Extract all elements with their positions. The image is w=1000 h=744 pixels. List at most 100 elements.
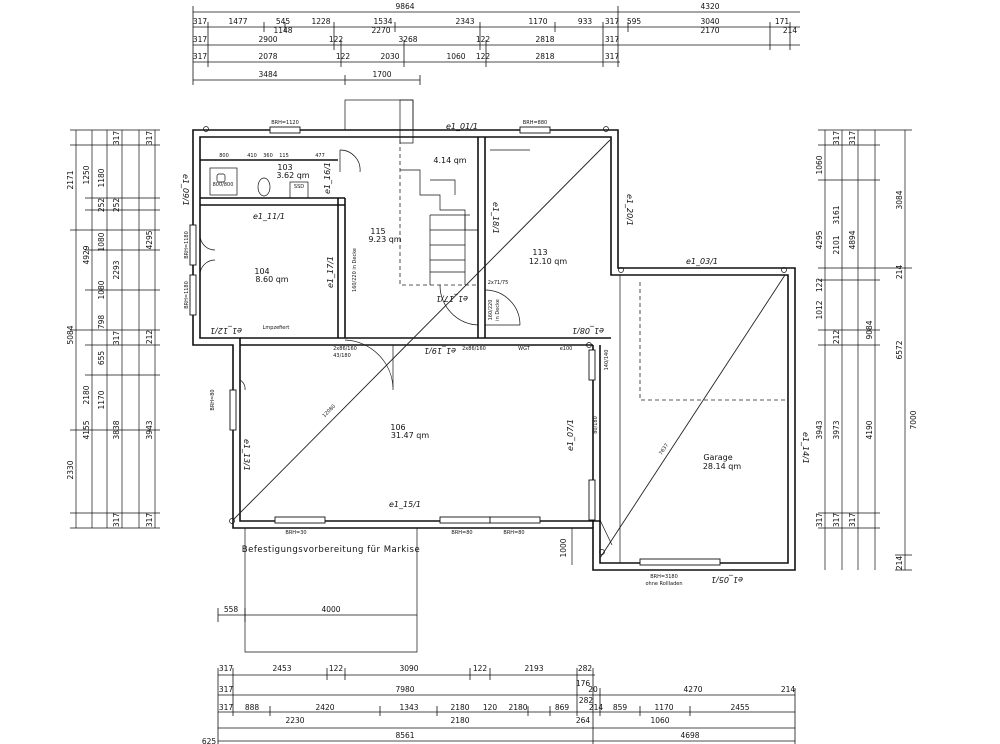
wc-label: SSD <box>294 184 304 190</box>
dim-label: 317 <box>145 131 154 146</box>
door-note: e100 <box>560 346 573 352</box>
dim-label: 317 <box>193 17 208 26</box>
dim-label: 264 <box>576 716 591 725</box>
window <box>269 126 301 134</box>
window <box>639 558 721 566</box>
dim-label: 122 <box>336 52 351 61</box>
dim-label: 4155 <box>82 420 91 439</box>
dim-label: 317 <box>605 52 620 61</box>
dim-label: 317 <box>112 131 121 146</box>
dim-label: 214 <box>895 556 904 571</box>
corner-markers <box>203 126 787 555</box>
dim-label: 7980 <box>395 685 414 694</box>
dim-label: 317 <box>219 664 234 673</box>
dim-label: 4894 <box>848 230 857 249</box>
dim-label: 1148 <box>273 26 292 35</box>
window <box>229 389 237 431</box>
brh-label: BRH=1180 <box>184 281 190 309</box>
dim-label: 2270 <box>371 26 390 35</box>
dim-label: 317 <box>815 513 824 528</box>
stairs <box>399 140 478 286</box>
dim-label: 4929 <box>82 245 91 264</box>
door-note: 80/180 <box>593 416 599 434</box>
dim-label: 798 <box>97 315 106 330</box>
diagonals: 12080 7637 <box>232 139 786 559</box>
dim-label: 3943 <box>145 420 154 439</box>
dim-label: 282 <box>578 664 593 673</box>
room-106-number: 106 <box>390 423 405 432</box>
dim-label: 317 <box>193 52 208 61</box>
dim-label: 214 <box>783 26 798 35</box>
dim-label: 2900 <box>258 35 277 44</box>
brh-label: BRH=3180 <box>650 574 678 580</box>
window <box>588 349 596 381</box>
dim-label: 317 <box>832 513 841 528</box>
wall-tag: e1_03/1 <box>686 257 718 266</box>
brh-label: BRH=80 <box>210 389 216 410</box>
room-115-area: 9.23 qm <box>368 235 401 244</box>
dim-label: 317 <box>848 131 857 146</box>
dim-label: 317 <box>605 17 620 26</box>
door-swings <box>199 149 613 546</box>
dim-label: 3090 <box>399 664 418 673</box>
dim-total-top: 9864 <box>395 2 414 11</box>
dim-label: 545 <box>276 17 291 26</box>
window <box>439 516 491 524</box>
windows: BRH=1120 BRH=880 BRH=1180 BRH=1180 BRH=8… <box>184 120 721 587</box>
dim-label: 3084 <box>895 190 904 209</box>
wall-tag: e1_08/1 <box>572 326 604 335</box>
dim-label: 1170 <box>654 703 673 712</box>
dim-label: 317 <box>145 513 154 528</box>
dim-label: 595 <box>627 17 642 26</box>
dim-label: 8561 <box>395 731 414 740</box>
top-dimension-chains: 9864 4320 317 1477 545 1228 1534 2343 11… <box>192 2 800 85</box>
room-104-number: 104 <box>254 267 269 276</box>
dim-label: 122 <box>329 35 344 44</box>
dim-label: 2330 <box>66 460 75 479</box>
window <box>588 479 596 521</box>
dim-label: 122 <box>476 52 491 61</box>
room-103-number: 103 <box>277 163 292 172</box>
dim-label: 1477 <box>228 17 247 26</box>
dim-label: 4190 <box>865 420 874 439</box>
dim-label: 3838 <box>112 420 121 439</box>
dim-label: 120 <box>483 703 498 712</box>
dim-label: 6572 <box>895 340 904 359</box>
dim-label: 1180 <box>97 168 106 187</box>
dim-label: 7000 <box>909 410 918 429</box>
dim-label: 317 <box>848 513 857 528</box>
dim-label: 1080 <box>97 280 106 299</box>
brh-label: BRH=30 <box>285 530 306 536</box>
dim-label: 317 <box>193 35 208 44</box>
bath-dim: 115 <box>279 153 289 159</box>
impl-label: Lmpzefiert <box>263 325 290 331</box>
wall-tag: e1_19/1 <box>424 346 456 355</box>
dim-label: 4295 <box>145 230 154 249</box>
bath-dim: 410 <box>247 153 257 159</box>
wgt-label: WGT <box>518 346 531 352</box>
wall-tag: e1_18/1 <box>491 202 500 234</box>
window <box>489 516 541 524</box>
dim-label: 3484 <box>258 70 277 79</box>
room-103-area: 3.62 qm <box>276 171 309 180</box>
dim-label: 214 <box>895 265 904 280</box>
markise-label: Befestigungsvorbereitung für Markise <box>242 545 420 555</box>
dim-label: 20 <box>588 685 598 694</box>
bath-dim: 800 <box>219 153 229 159</box>
dim-label: 2180 <box>508 703 527 712</box>
shower-tray <box>209 167 238 196</box>
dim-label: 1060 <box>446 52 465 61</box>
dim-label: 1250 <box>82 165 91 184</box>
dim-label: 1170 <box>97 390 106 409</box>
dim-label: 1228 <box>311 17 330 26</box>
room-106-area: 31.47 qm <box>391 431 430 440</box>
stair-area: 4.14 qm <box>433 156 466 165</box>
window <box>189 224 197 266</box>
room-115-number: 115 <box>370 227 385 236</box>
wall-tag: e1_13/1 <box>242 439 251 471</box>
wall-tag: e1_15/1 <box>389 500 421 509</box>
dim-label: 558 <box>224 605 239 614</box>
dim-label: 1060 <box>650 716 669 725</box>
garage-area: 28.14 qm <box>703 462 742 471</box>
wall-tag: e1_07/1 <box>566 419 575 451</box>
